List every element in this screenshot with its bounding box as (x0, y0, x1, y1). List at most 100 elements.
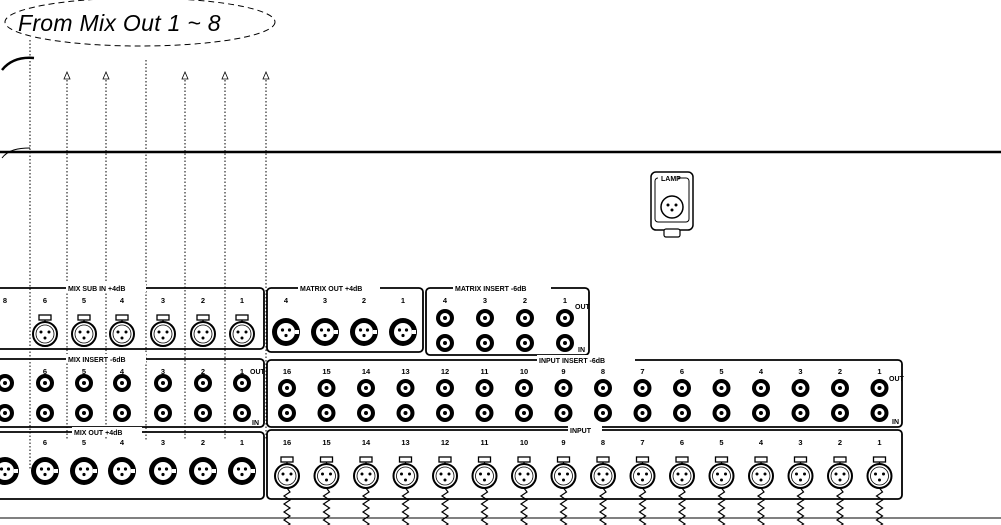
matrix-insert-jack-in (436, 334, 454, 352)
matrix-out-channel-number: 4 (284, 296, 289, 305)
cable-hook (1, 147, 31, 159)
input-xlr-female-connector (827, 456, 853, 489)
mix-insert-jack-in (154, 404, 172, 422)
input-channel-number: 16 (283, 438, 291, 447)
matrix-out-xlr-male-connector (272, 318, 300, 346)
mix-insert-jack-out (0, 374, 14, 392)
mix-sub-in-xlr-female-connector (190, 314, 216, 347)
input-cable (520, 487, 528, 525)
input-insert-channel-number: 6 (680, 367, 684, 376)
input-channel-number: 4 (759, 438, 764, 447)
matrix-out-channel-number: 3 (323, 296, 327, 305)
mix-sub-in-xlr-female-connector (229, 314, 255, 347)
matrix-insert-jack-out (556, 309, 574, 327)
input-xlr-female-connector (313, 456, 340, 489)
input-cables-layer (283, 487, 884, 525)
input-cable (717, 487, 726, 525)
matrix-insert-jack-in (516, 334, 534, 352)
input-cable (638, 487, 647, 525)
input-insert-channel-number: 4 (759, 367, 764, 376)
input-xlr-female-connector (511, 456, 537, 489)
callout-text: From Mix Out 1 ~ 8 (18, 10, 221, 36)
input-insert-channel-number: 15 (322, 367, 330, 376)
input-insert-jack-out (752, 379, 770, 397)
mix-out-xlr-male-connector (31, 457, 59, 485)
input-cable (757, 487, 765, 525)
input-insert-jack-in (396, 404, 415, 422)
input-insert-jack-in (357, 404, 375, 422)
input-insert-jack-out (831, 379, 849, 397)
input-channel-number: 3 (798, 438, 802, 447)
input-insert-channel-number: 7 (640, 367, 644, 376)
input-xlr-female-connector (353, 456, 379, 489)
input-channel-number: 9 (561, 438, 565, 447)
input-insert-jack-in (633, 404, 652, 422)
input-insert-jack-in (791, 404, 810, 422)
input-insert-channel-number: 5 (719, 367, 723, 376)
input-insert-in-label: IN (892, 419, 899, 426)
input-xlr-female-connector (432, 456, 458, 489)
matrix-insert-channel-number: 4 (443, 296, 448, 305)
input-insert-jack-out (712, 379, 731, 397)
input-insert-channel-number: 14 (362, 367, 371, 376)
input-cable (480, 487, 489, 525)
input-insert-jack-in (278, 404, 296, 422)
input-insert-jack-in (870, 404, 889, 422)
input-insert-channel-number: 10 (520, 367, 528, 376)
input-cable (678, 487, 686, 525)
input-insert-jack-out (633, 379, 652, 397)
mix-insert-jack-out (194, 374, 212, 392)
input-xlr-female-connector (550, 456, 577, 489)
input-insert-channel-number: 3 (798, 367, 802, 376)
input-insert-jack-out (554, 379, 573, 397)
mix-insert-out-label: OUT (250, 369, 266, 376)
mix-insert-jack-in (75, 404, 93, 422)
mix-insert-title: MIX INSERT -6dB (68, 357, 126, 364)
input-channel-number: 14 (362, 438, 371, 447)
mix-sub-in-channel-number: 6 (43, 296, 47, 305)
input-xlr-female-connector (392, 456, 419, 489)
mix-sub-in-channel-number: 3 (161, 296, 165, 305)
mix-out-xlr-male-connector (0, 457, 19, 485)
input-insert-jack-out (278, 379, 296, 397)
input-xlr-female-connector (590, 456, 616, 489)
input-insert-jack-out (870, 379, 889, 397)
input-insert-jack-in (831, 404, 849, 422)
input-channel-number: 11 (481, 438, 489, 447)
input-channel-number: 6 (680, 438, 684, 447)
input-channel-number: 12 (441, 438, 449, 447)
matrix-out-xlr-male-connector (350, 318, 378, 346)
input-insert-channel-number: 12 (441, 367, 449, 376)
matrix-insert-jack-in (476, 334, 494, 352)
matrix-out-title: MATRIX OUT +4dB (300, 286, 362, 293)
input-insert-channel-number: 2 (838, 367, 842, 376)
matrix-insert-in-label: IN (578, 347, 585, 354)
matrix-insert-title: MATRIX INSERT -6dB (455, 286, 526, 293)
input-insert-jack-in (554, 404, 573, 422)
mix-sub-in-xlr-female-connector (109, 314, 135, 347)
lamp-connector: LAMP (650, 171, 694, 238)
mix-sub-in-channel-number: 5 (82, 296, 86, 305)
matrix-insert-channel-number: 2 (523, 296, 527, 305)
matrix-insert-channel-number: 1 (563, 296, 567, 305)
mix-out-channel-number: 3 (161, 438, 165, 447)
input-title: INPUT (570, 428, 592, 435)
input-insert-channel-number: 9 (561, 367, 565, 376)
input-insert-jack-in (752, 404, 770, 422)
input-cable (559, 487, 568, 525)
input-insert-jack-out (594, 379, 612, 397)
mix-insert-jack-in (194, 404, 212, 422)
callout-ellipse (4, 0, 276, 47)
input-insert-jack-in (515, 404, 533, 422)
mix-sub-in-channel-number: 8 (3, 296, 7, 305)
input-insert-jack-in (673, 404, 691, 422)
input-insert-out-label: OUT (889, 376, 905, 383)
input-insert-channel-number: 13 (401, 367, 409, 376)
input-insert-jack-out (673, 379, 691, 397)
mix-insert-jack-in (36, 404, 54, 422)
mix-insert-channel-number: 1 (240, 367, 244, 376)
input-cable (401, 487, 410, 525)
mix-out-channel-number: 1 (240, 438, 244, 447)
